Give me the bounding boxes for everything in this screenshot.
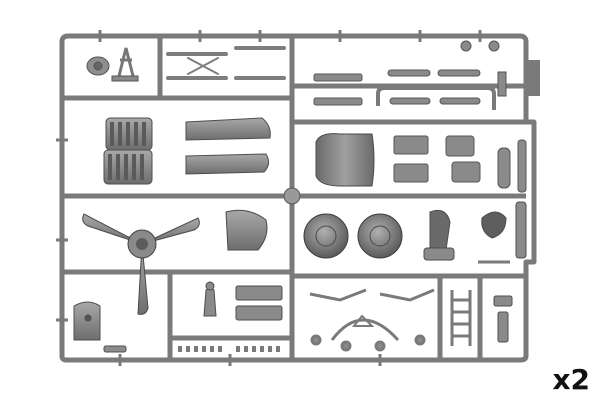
small-parts-bottom-right [493,295,513,343]
small-parts-bottom-center [178,281,283,352]
rod-parts [166,46,286,80]
propeller-part [82,213,200,315]
sprue-hub [283,187,301,205]
small-parts-top-right [313,40,527,193]
quantity-label: x2 [552,363,590,396]
ladder-part [450,290,472,346]
fuselage-panel-part [185,117,271,175]
engine-cowling-part [315,133,375,187]
landing-gear-struts [309,288,435,352]
small-parts-bottom-left [73,301,127,353]
small-parts-right-mid [423,201,527,264]
landing-wheel-part [303,213,403,259]
sprue-tab [526,60,540,96]
small-parts-top-left [86,47,139,82]
engine-block-part [103,117,153,185]
canopy-part [225,209,268,251]
sprue-gates [56,30,482,366]
